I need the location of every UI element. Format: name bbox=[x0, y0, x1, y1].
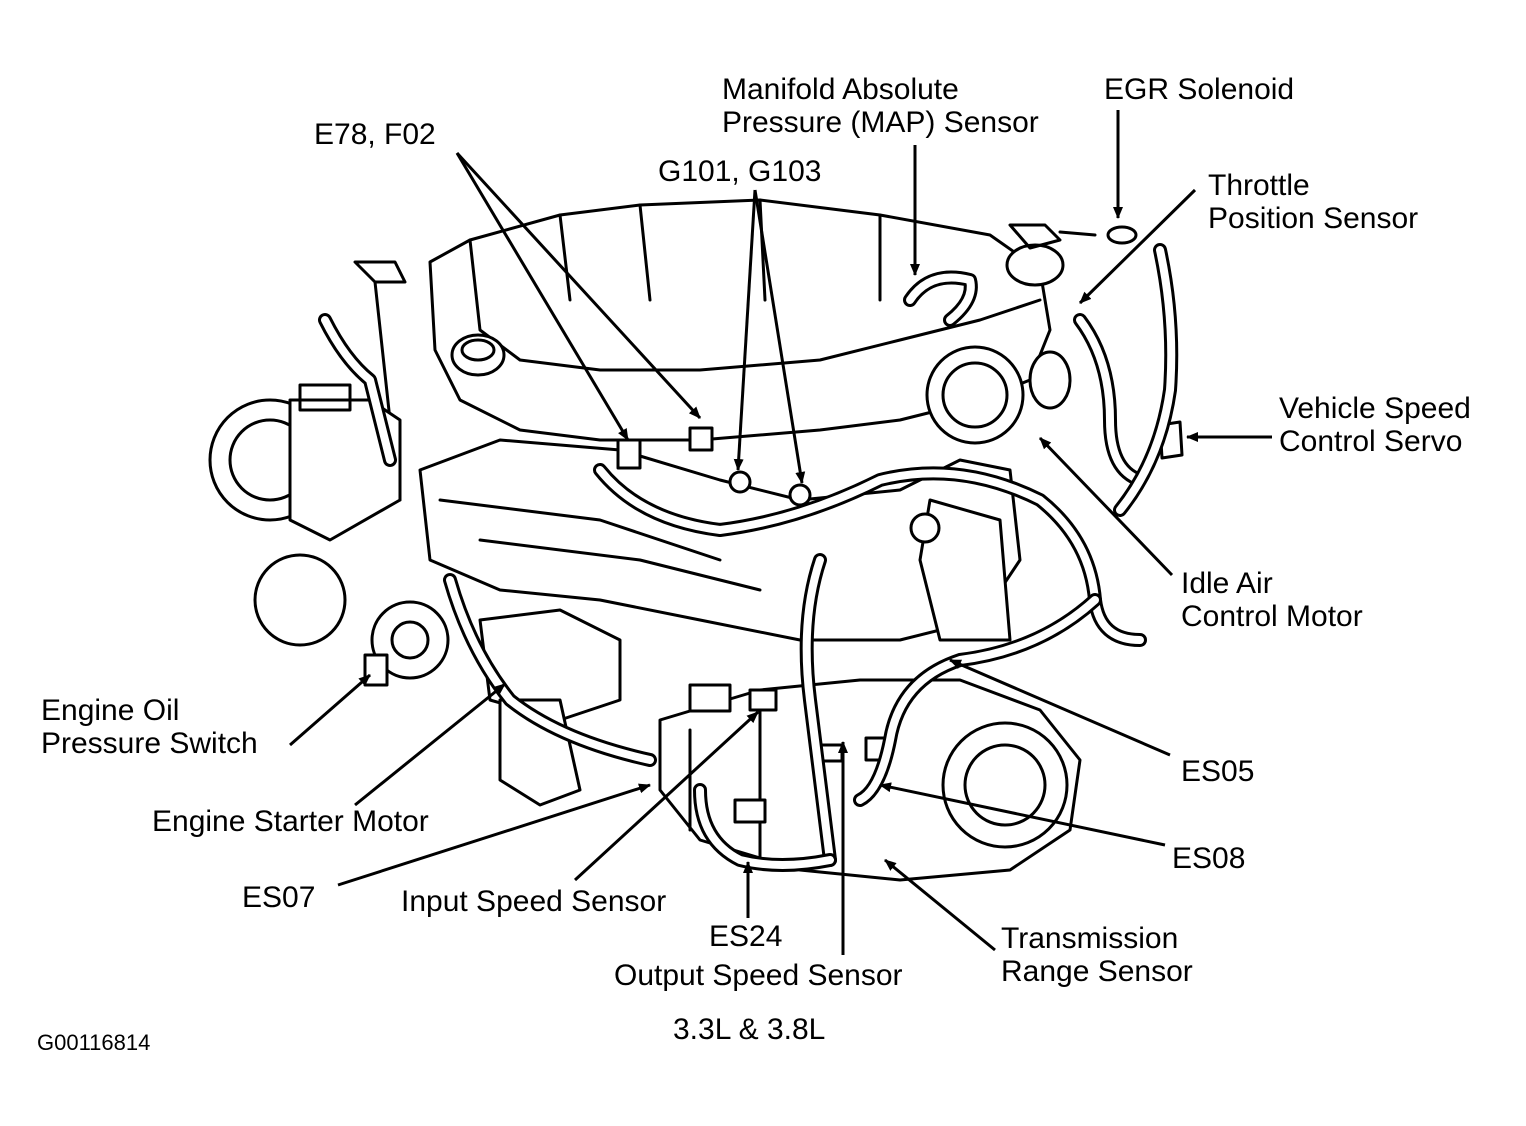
label-starter-motor: Engine Starter Motor bbox=[152, 805, 429, 838]
label-tps-line1: Throttle bbox=[1208, 169, 1310, 202]
label-output-speed-sensor: Output Speed Sensor bbox=[614, 959, 903, 992]
label-oil-pressure-line2: Pressure Switch bbox=[41, 727, 258, 760]
label-trs-line2: Range Sensor bbox=[1001, 955, 1193, 988]
figure-id: G00116814 bbox=[37, 1030, 151, 1055]
wiring-harness bbox=[318, 243, 1179, 872]
label-oil-pressure-line1: Engine Oil bbox=[41, 694, 180, 727]
engine-illustration bbox=[208, 198, 1184, 882]
label-map-sensor-line2: Pressure (MAP) Sensor bbox=[722, 106, 1039, 139]
engine-displacement-caption: 3.3L & 3.8L bbox=[673, 1013, 826, 1046]
label-input-speed-sensor: Input Speed Sensor bbox=[401, 885, 667, 918]
label-vss-line2: Control Servo bbox=[1279, 425, 1463, 458]
leader-f02 bbox=[455, 151, 702, 420]
label-iac-line1: Idle Air bbox=[1181, 567, 1273, 600]
leader-g101 bbox=[733, 189, 757, 471]
leader-tps bbox=[1078, 188, 1197, 305]
label-g101-g103: G101, G103 bbox=[658, 155, 822, 188]
label-tps-line2: Position Sensor bbox=[1208, 202, 1419, 235]
leader-es08 bbox=[879, 782, 1166, 847]
label-vss-line1: Vehicle Speed bbox=[1279, 392, 1471, 425]
label-es08: ES08 bbox=[1172, 842, 1246, 875]
label-e78-f02: E78, F02 bbox=[314, 118, 436, 151]
leader-lines bbox=[289, 110, 1272, 955]
label-trs-line1: Transmission bbox=[1001, 922, 1179, 955]
leader-es05 bbox=[949, 658, 1171, 757]
leader-starter bbox=[354, 682, 506, 807]
label-es24: ES24 bbox=[709, 920, 783, 953]
label-egr-solenoid: EGR Solenoid bbox=[1104, 73, 1295, 106]
leader-es07 bbox=[337, 783, 651, 887]
label-iac-line2: Control Motor bbox=[1181, 600, 1363, 633]
label-es05: ES05 bbox=[1181, 755, 1255, 788]
label-es07: ES07 bbox=[242, 881, 316, 914]
leader-trs bbox=[884, 858, 996, 952]
leader-oil bbox=[289, 673, 371, 747]
leader-g103 bbox=[753, 189, 806, 484]
label-map-sensor-line1: Manifold Absolute bbox=[722, 73, 959, 106]
leader-e78 bbox=[455, 152, 630, 441]
leader-iac bbox=[1038, 436, 1174, 577]
leader-input-speed bbox=[573, 710, 760, 882]
